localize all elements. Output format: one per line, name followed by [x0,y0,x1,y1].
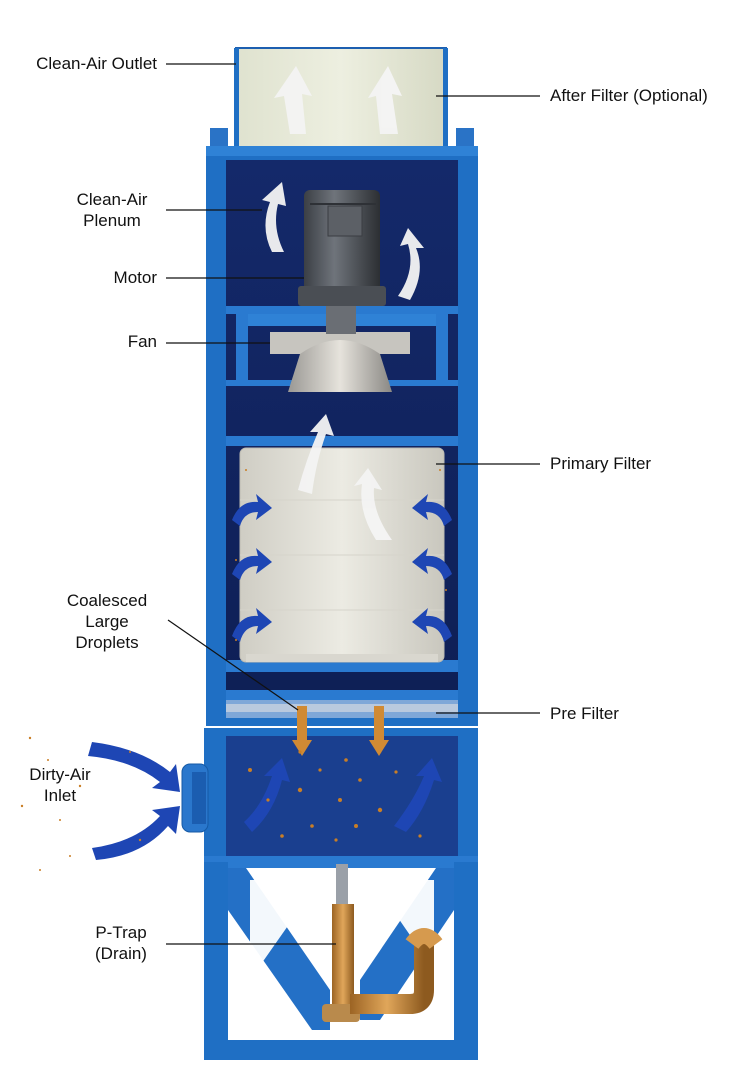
p-trap-drain [322,864,443,1022]
callout-lines [166,63,540,945]
label-clean-air-outlet: Clean-Air Outlet [36,54,157,73]
label-coalesced-line3: Droplets [75,633,139,652]
dirty-airflow-arrows [88,494,452,860]
label-motor: Motor [113,268,157,287]
oil-droplets [20,469,447,871]
label-coalesced-line1: Coalesced [66,591,148,610]
label-clean-air-plenum-line2: Plenum [83,211,141,230]
primary-filter [239,447,445,663]
label-p-trap-line1: P-Trap [95,923,147,942]
label-after-filter: After Filter (Optional) [550,86,708,105]
pre-filter [226,700,458,718]
fan [236,306,448,392]
label-dirty-air-line2: Inlet [43,786,77,805]
housing-lower [181,728,478,862]
clean-air-outlet [210,47,474,151]
label-pre-filter: Pre Filter [550,704,619,723]
label-clean-air-plenum-line1: Clean-Air [76,190,148,209]
leader-coalesced [167,619,299,711]
stand [204,856,478,1060]
label-p-trap-line2: (Drain) [95,944,147,963]
clean-airflow-arrows [262,66,424,540]
label-primary-filter: Primary Filter [550,454,652,473]
label-fan: Fan [127,332,157,351]
label-coalesced-line2: Large [85,612,129,631]
motor [298,190,386,306]
label-dirty-air-line1: Dirty-Air [29,765,91,784]
